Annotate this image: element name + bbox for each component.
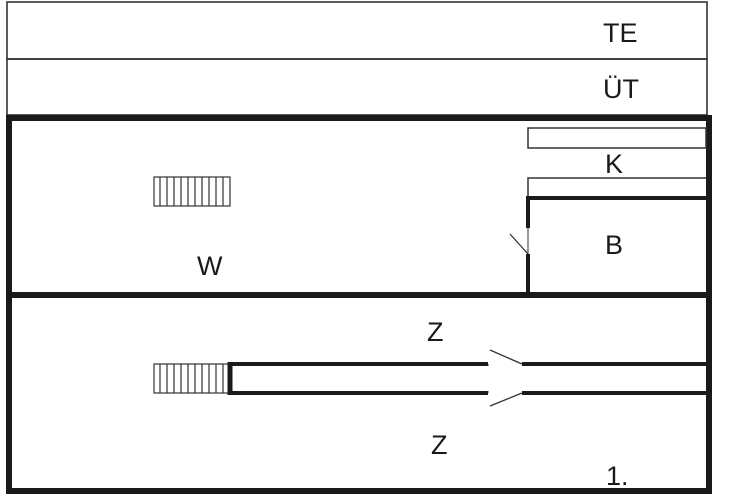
room-label-z-lower: Z — [431, 430, 448, 460]
k-counter-top — [527, 127, 707, 149]
floor-number-label: 1. — [606, 461, 629, 491]
room-label-b: B — [605, 230, 623, 260]
b-door-leaf — [509, 233, 529, 255]
room-label-te: TE — [603, 18, 638, 48]
z-upper-door-leaf — [489, 349, 523, 365]
ut-band — [6, 58, 708, 116]
outer-wall — [6, 115, 712, 494]
stairs-upper — [153, 176, 231, 207]
stairs-lower — [153, 363, 231, 394]
room-label-k: K — [605, 149, 623, 179]
room-label-z-upper: Z — [427, 317, 444, 347]
z-lower-door-leaf — [489, 392, 523, 407]
te-band — [6, 1, 708, 60]
room-label-ut: ÜT — [603, 74, 639, 104]
k-counter-bottom — [527, 177, 706, 196]
room-label-w: W — [197, 251, 223, 281]
